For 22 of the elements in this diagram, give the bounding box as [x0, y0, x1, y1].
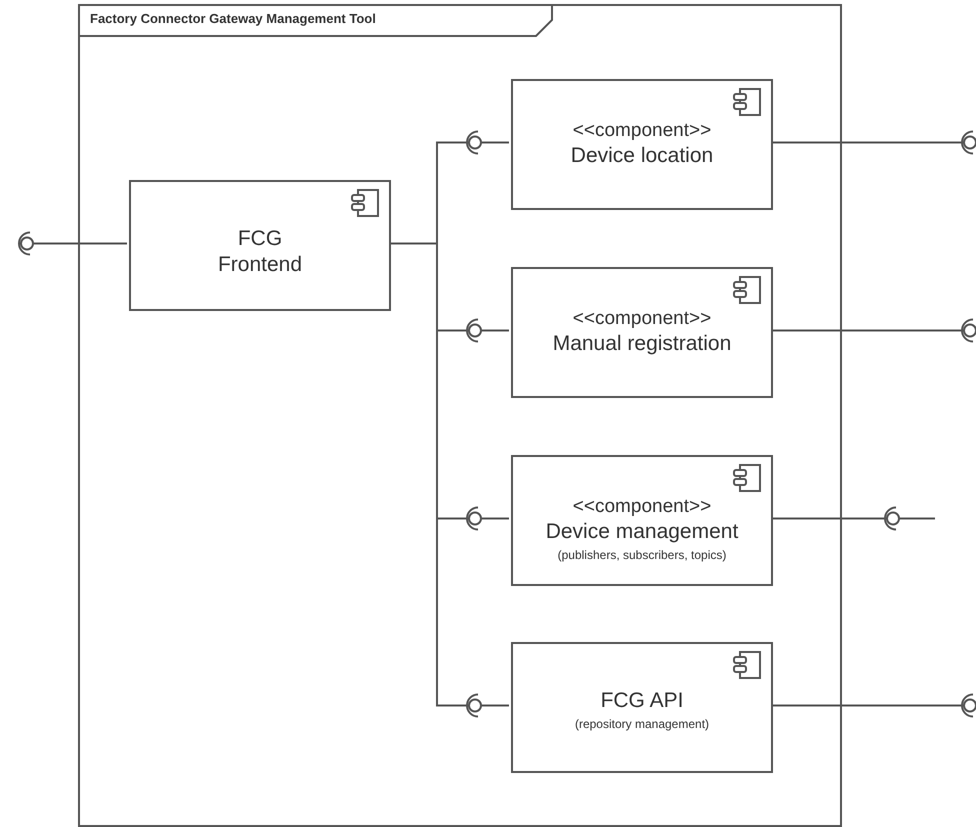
component-box: [129, 180, 391, 311]
component-name: FCG API: [600, 688, 684, 714]
stereotype-label: <<component>>: [572, 119, 712, 143]
component-box: [511, 267, 773, 398]
stereotype-label: <<component>>: [572, 495, 712, 519]
component-name: FCG Frontend: [216, 226, 304, 278]
stereotype-label: <<component>>: [572, 307, 712, 331]
component-box: [511, 79, 773, 210]
system-frame: [78, 4, 842, 827]
interface-connector: [771, 318, 976, 342]
interface-connector: [771, 694, 976, 718]
component-note: (publishers, subscribers, topics): [558, 547, 726, 564]
component-box: [511, 642, 773, 773]
component-note: (repository management): [574, 716, 710, 733]
interface-connector: [771, 506, 935, 530]
component-name: Manual registration: [552, 331, 732, 357]
component-name: Device location: [570, 143, 714, 169]
component-box: [511, 455, 773, 586]
component-name: Device management: [546, 519, 738, 545]
frame-title: Factory Connector Gateway Management Tool: [90, 11, 376, 26]
interface-connector: [771, 130, 976, 154]
interface-connector: [18, 232, 127, 256]
